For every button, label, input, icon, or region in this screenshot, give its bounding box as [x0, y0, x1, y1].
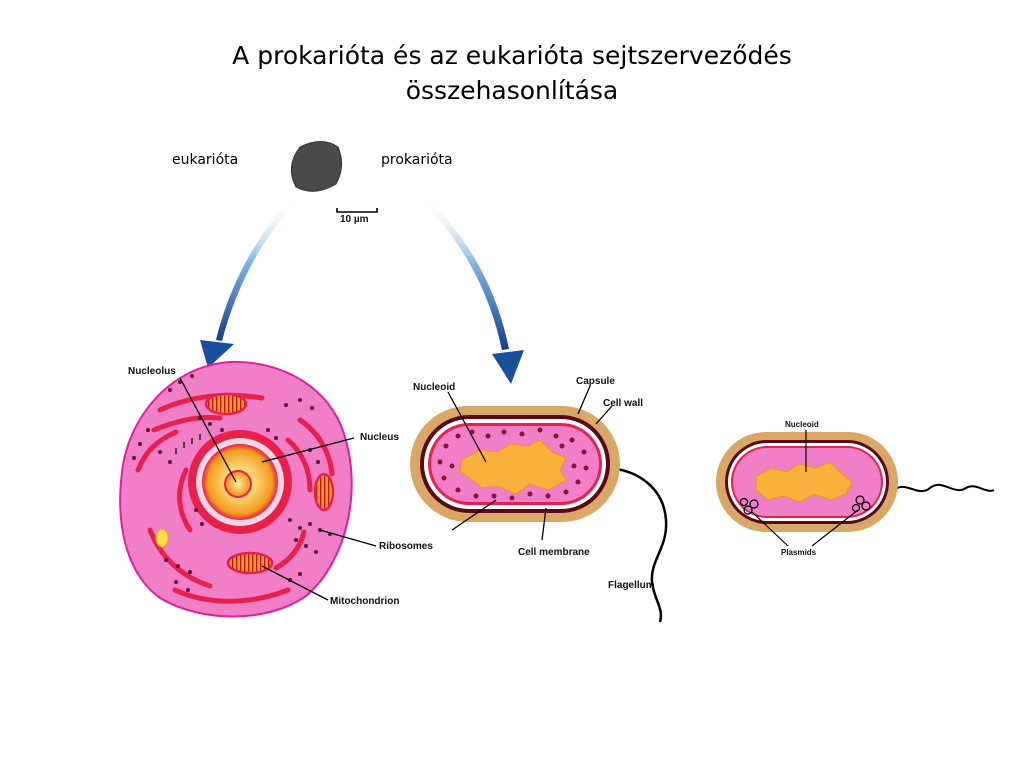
label-small-nucleoid: Nucleoid [785, 420, 819, 429]
scale-reference: 10 µm [290, 141, 378, 225]
arrow-to-prokaryote [420, 195, 524, 384]
flagellum [607, 466, 668, 623]
nucleoid [459, 439, 567, 495]
nucleolus [224, 470, 252, 498]
endoplasmic-reticulum [135, 392, 335, 604]
ribosomes [132, 374, 332, 592]
prokaryotic-ribosomes [437, 427, 589, 501]
eukaryotic-cell: Nucleolus Nucleus Ribosomes Mitochondrio… [119, 360, 433, 618]
scale-bar [336, 208, 378, 213]
slide-title: A prokarióta és az eukarióta sejtszervez… [0, 38, 1024, 108]
arrow-to-eukaryote [200, 198, 296, 368]
small-nucleoid [755, 461, 853, 503]
label-cell-wall: Cell wall [603, 398, 643, 409]
lipid-droplet [155, 528, 169, 548]
scale-bar-label: 10 µm [340, 214, 369, 225]
label-nucleolus: Nucleolus [128, 366, 176, 377]
title-line-2: összehasonlítása [405, 76, 619, 105]
size-reference-cell [290, 141, 342, 192]
label-mitochondrion: Mitochondrion [330, 596, 399, 607]
prokaryotic-cell: Nucleoid Capsule Cell wall Cell membrane… [410, 376, 668, 623]
eukaryote-label: eukarióta [172, 152, 239, 168]
rough-er-ticks [175, 434, 201, 454]
bacterium-with-plasmids: Nucleoid Plasmids [716, 420, 995, 557]
label-flagellum: Flagellum [608, 580, 655, 591]
label-nucleoid: Nucleoid [413, 382, 455, 393]
mitochondria [204, 392, 335, 575]
label-nucleus: Nucleus [360, 432, 399, 443]
label-plasmids: Plasmids [781, 548, 817, 557]
label-ribosomes: Ribosomes [379, 541, 433, 552]
prokaryote-label: prokarióta [381, 152, 453, 168]
label-capsule: Capsule [576, 376, 615, 387]
small-flagellum [893, 483, 995, 493]
title-line-1: A prokarióta és az eukarióta sejtszervez… [232, 41, 792, 70]
label-cell-membrane: Cell membrane [518, 547, 590, 558]
